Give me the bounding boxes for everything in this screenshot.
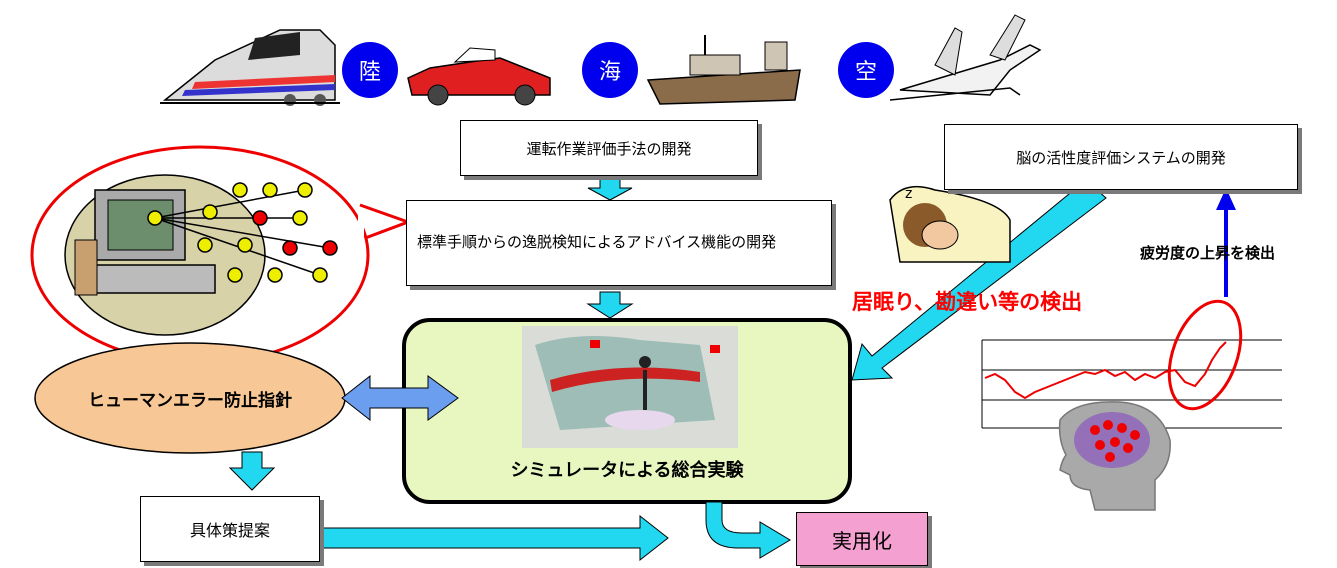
- driving-eval-box: 運転作業評価手法の開発: [460, 120, 758, 176]
- ship-icon: [646, 35, 801, 105]
- air-circle: 空: [838, 42, 894, 98]
- down-arrow-1: [587, 177, 633, 201]
- computer-icon: [64, 174, 266, 336]
- down-arrow-2: [586, 291, 634, 319]
- sea-label: 海: [598, 60, 621, 85]
- land-circle: 陸: [342, 42, 398, 98]
- curved-arrow: [705, 501, 791, 559]
- simulator-label: シミュレータによる総合実験: [510, 460, 744, 481]
- concrete-box: 具体策提案: [140, 496, 320, 562]
- advice-label: 標準手順からの逸脱検知によるアドバイス機能の開発: [417, 233, 777, 252]
- up-arrow-head: [1216, 188, 1236, 210]
- brain-eval-label: 脳の活性度評価システムの開発: [1016, 148, 1226, 167]
- svg-text:z: z: [905, 186, 912, 202]
- practical-label: 実用化: [832, 528, 892, 553]
- practical-box: 実用化: [796, 512, 928, 566]
- detect-sleep-label: 居眠り、勘違い等の検出: [852, 290, 1083, 314]
- sea-circle: 海: [582, 42, 638, 98]
- fatigue-chart: [981, 299, 1282, 429]
- brain-head-icon: [1058, 401, 1171, 511]
- air-label: 空: [854, 60, 877, 85]
- concrete-label: 具体策提案: [189, 521, 270, 540]
- advice-box: 標準手順からの逸脱検知によるアドバイス機能の開発: [406, 200, 832, 286]
- detect-fatigue-label: 疲労度の上昇を検出: [1140, 244, 1276, 262]
- land-label: 陸: [358, 60, 381, 85]
- right-arrow-long: [321, 514, 669, 562]
- guideline-label: ヒューマンエラー防止指針: [88, 391, 292, 411]
- simulator-image: [522, 326, 738, 448]
- driving-eval-label: 運転作業評価手法の開発: [526, 139, 692, 158]
- down-arrow-3: [228, 451, 276, 491]
- airplane-icon: [889, 14, 1042, 101]
- double-arrow: [341, 374, 459, 422]
- car-icon: [407, 47, 551, 106]
- brain-eval-box: 脳の活性度評価システムの開発: [944, 124, 1298, 190]
- flow-network: [147, 182, 338, 283]
- train-icon: [160, 29, 340, 106]
- diagonal-arrow: [851, 179, 1107, 381]
- sleeping-person-icon: z: [889, 185, 1011, 263]
